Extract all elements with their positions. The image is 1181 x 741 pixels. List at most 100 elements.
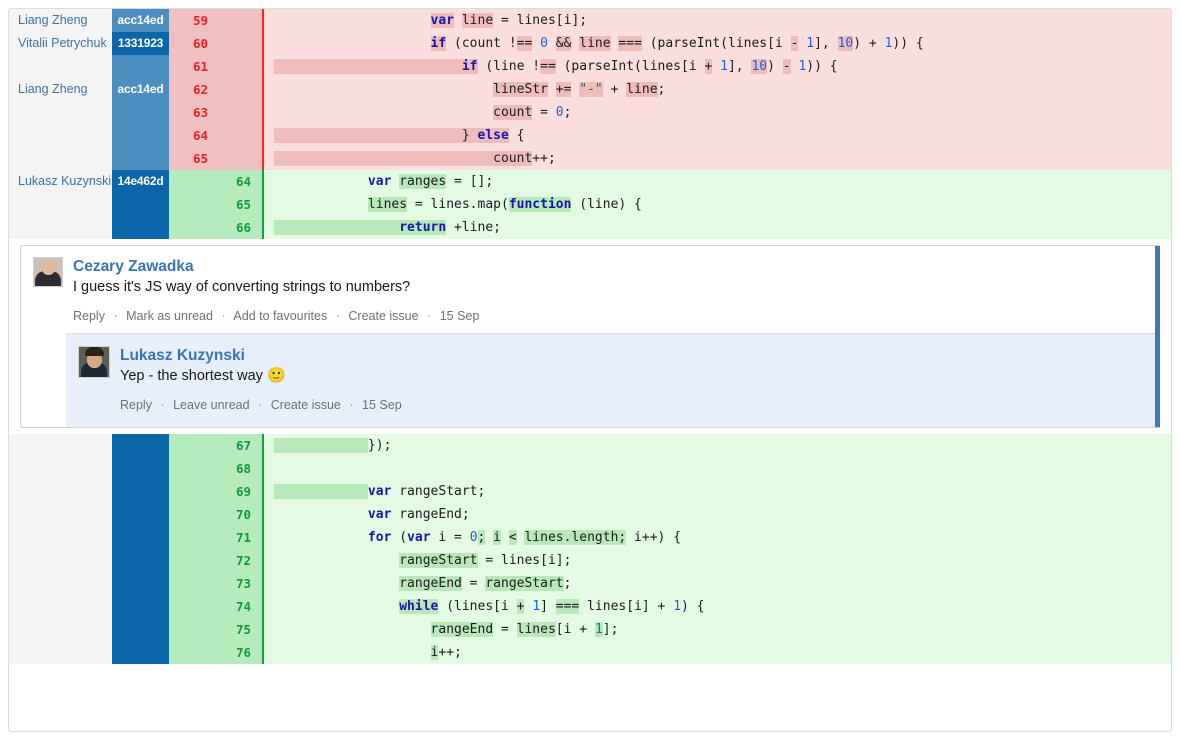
code-line[interactable]: return +line; (264, 216, 1171, 239)
diff-line-row[interactable]: 67 }); (9, 434, 1171, 457)
code-line[interactable]: rangeStart = lines[i]; (264, 549, 1171, 572)
line-number: 64 (169, 124, 264, 147)
commit-hash[interactable] (112, 480, 169, 503)
blame-author[interactable] (9, 618, 112, 641)
commit-hash[interactable] (112, 572, 169, 595)
code-line[interactable]: count = 0; (264, 101, 1171, 124)
diff-line-row[interactable]: 72 rangeStart = lines[i]; (9, 549, 1171, 572)
code-line[interactable]: var rangeEnd; (264, 503, 1171, 526)
code-line[interactable]: } else { (264, 124, 1171, 147)
commit-hash[interactable] (112, 595, 169, 618)
comment-card: Cezary Zawadka I guess it's JS way of co… (20, 245, 1160, 428)
diff-line-row[interactable]: 69 var rangeStart; (9, 480, 1171, 503)
commit-hash[interactable]: acc14ed (112, 9, 169, 32)
commit-hash[interactable] (112, 641, 169, 664)
commit-hash[interactable] (112, 101, 169, 124)
diff-line-row[interactable]: 65 lines = lines.map(function (line) { (9, 193, 1171, 216)
commit-hash[interactable] (112, 526, 169, 549)
blame-author[interactable] (9, 101, 112, 124)
diff-line-row[interactable]: 76 i++; (9, 641, 1171, 664)
diff-line-row[interactable]: 63 count = 0; (9, 101, 1171, 124)
blame-author[interactable] (9, 549, 112, 572)
comment-author-name[interactable]: Cezary Zawadka (73, 258, 194, 275)
comment-date: 15 Sep (439, 309, 480, 323)
blame-author[interactable] (9, 480, 112, 503)
code-line[interactable]: if (count !== 0 && line === (parseInt(li… (264, 32, 1171, 55)
line-number: 64 (169, 170, 264, 193)
leave-unread-link[interactable]: Leave unread (173, 398, 250, 412)
blame-author[interactable] (9, 434, 112, 457)
blame-author[interactable] (9, 216, 112, 239)
line-number: 73 (169, 572, 264, 595)
diff-line-row[interactable]: 64 } else { (9, 124, 1171, 147)
diff-line-row[interactable]: 73 rangeEnd = rangeStart; (9, 572, 1171, 595)
reply-link[interactable]: Reply (120, 398, 152, 412)
diff-line-row[interactable]: 61 if (line !== (parseInt(lines[i + 1], … (9, 55, 1171, 78)
commit-hash[interactable]: acc14ed (112, 78, 169, 101)
create-issue-link[interactable]: Create issue (270, 398, 341, 412)
diff-line-row[interactable]: 74 while (lines[i + 1] === lines[i] + 1)… (9, 595, 1171, 618)
comment-text: I guess it's JS way of converting string… (73, 279, 411, 295)
diff-line-row[interactable]: 75 rangeEnd = lines[i + 1]; (9, 618, 1171, 641)
add-to-favourites-link[interactable]: Add to favourites (233, 309, 328, 323)
commit-hash[interactable]: 1331923 (112, 32, 169, 55)
code-line[interactable]: count++; (264, 147, 1171, 170)
code-line[interactable]: var line = lines[i]; (264, 9, 1171, 32)
code-line[interactable]: lines = lines.map(function (line) { (264, 193, 1171, 216)
code-line[interactable]: lineStr += "-" + line; (264, 78, 1171, 101)
blame-author[interactable] (9, 147, 112, 170)
blame-author[interactable] (9, 595, 112, 618)
code-line[interactable]: i++; (264, 641, 1171, 664)
commit-hash[interactable] (112, 55, 169, 78)
code-line[interactable]: var rangeStart; (264, 480, 1171, 503)
commit-hash[interactable] (112, 618, 169, 641)
blame-author[interactable] (9, 503, 112, 526)
blame-author[interactable]: Vitalii Petrychuk (9, 32, 112, 55)
diff-line-row[interactable]: 70 var rangeEnd; (9, 503, 1171, 526)
blame-author[interactable] (9, 457, 112, 480)
commit-hash[interactable] (112, 193, 169, 216)
blame-author[interactable]: Lukasz Kuzynski (9, 170, 112, 193)
blame-author[interactable] (9, 526, 112, 549)
code-line[interactable] (264, 457, 1171, 480)
code-line[interactable]: while (lines[i + 1] === lines[i] + 1) { (264, 595, 1171, 618)
avatar-body (35, 271, 61, 286)
code-line[interactable]: }); (264, 434, 1171, 457)
commit-hash[interactable] (112, 147, 169, 170)
diff-line-row[interactable]: 71 for (var i = 0; i < lines.length; i++… (9, 526, 1171, 549)
blame-author[interactable] (9, 193, 112, 216)
mark-as-unread-link[interactable]: Mark as unread (126, 309, 213, 323)
blame-author[interactable] (9, 572, 112, 595)
commit-hash[interactable] (112, 549, 169, 572)
commit-hash[interactable] (112, 457, 169, 480)
code-line[interactable]: rangeEnd = lines[i + 1]; (264, 618, 1171, 641)
code-line[interactable]: if (line !== (parseInt(lines[i + 1], 10)… (264, 55, 1171, 78)
commit-hash[interactable] (112, 503, 169, 526)
reply-link[interactable]: Reply (73, 309, 105, 323)
code-line[interactable]: rangeEnd = rangeStart; (264, 572, 1171, 595)
diff-line-row[interactable]: 68 (9, 457, 1171, 480)
blame-author[interactable] (9, 641, 112, 664)
diff-line-row[interactable]: 66 return +line; (9, 216, 1171, 239)
diff-line-row[interactable]: 65 count++; (9, 147, 1171, 170)
blame-author[interactable] (9, 124, 112, 147)
blame-author[interactable]: Liang Zheng (9, 78, 112, 101)
code-line[interactable]: for (var i = 0; i < lines.length; i++) { (264, 526, 1171, 549)
commit-hash[interactable] (112, 124, 169, 147)
commit-hash[interactable] (112, 216, 169, 239)
comment-author-name[interactable]: Lukasz Kuzynski (120, 347, 245, 364)
line-number: 62 (169, 78, 264, 101)
commit-hash[interactable]: 14e462d (112, 170, 169, 193)
commit-hash[interactable] (112, 434, 169, 457)
code-line[interactable]: var ranges = []; (264, 170, 1171, 193)
blame-author[interactable]: Liang Zheng (9, 9, 112, 32)
line-number: 76 (169, 641, 264, 664)
create-issue-link[interactable]: Create issue (348, 309, 419, 323)
blame-author[interactable] (9, 55, 112, 78)
